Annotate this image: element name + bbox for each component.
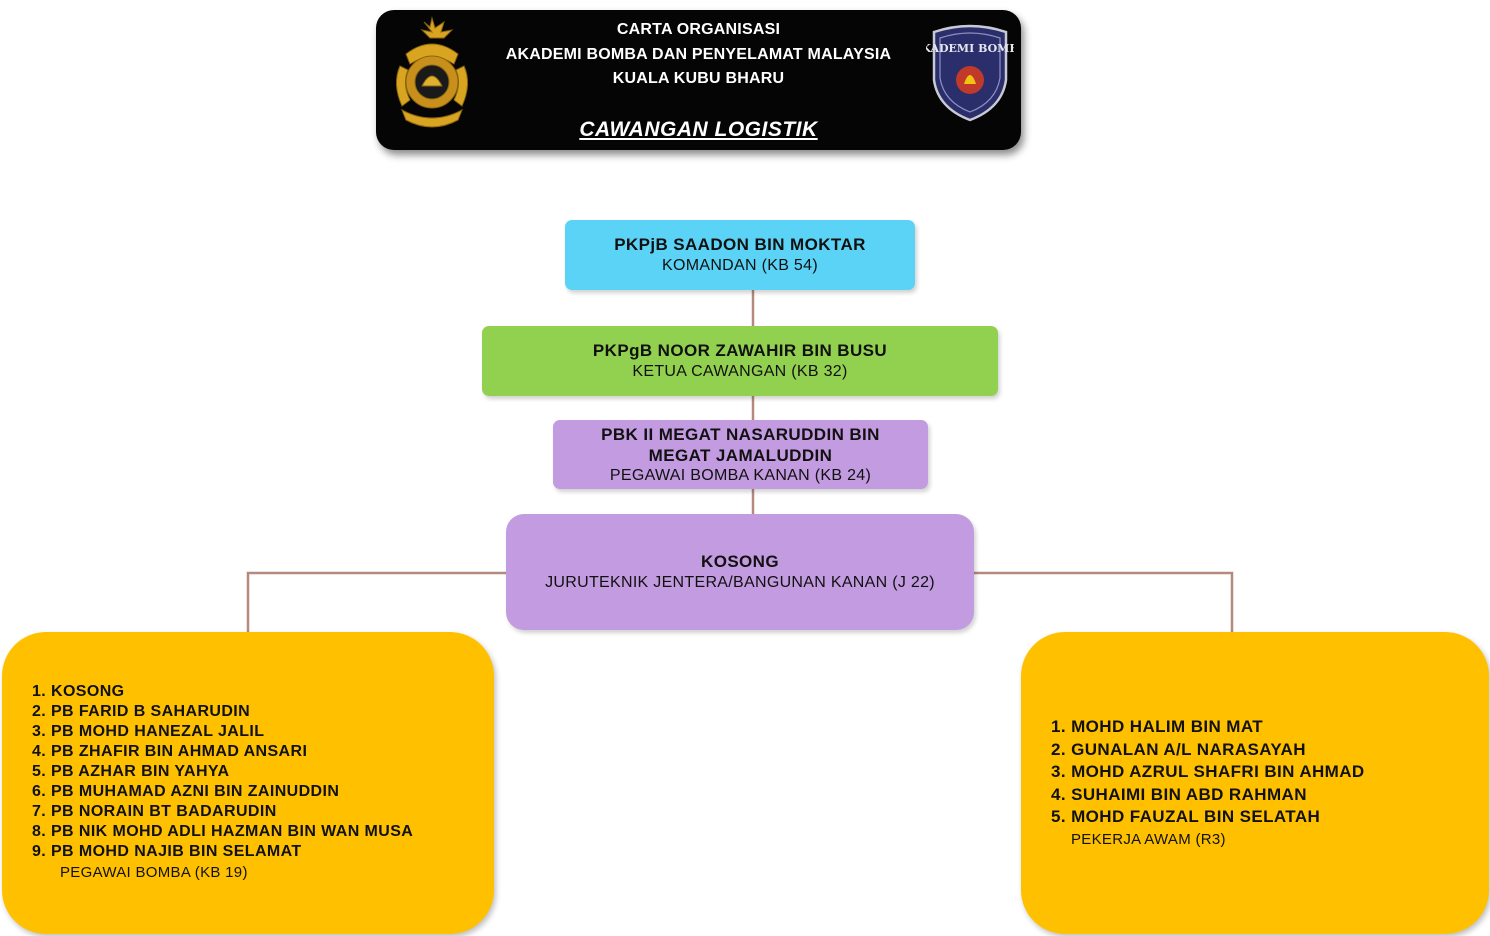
- pegawai-kanan-name-1: PBK II MEGAT NASARUDDIN BIN: [601, 424, 880, 444]
- pegawai-bomba-footer: PEGAWAI BOMBA (KB 19): [60, 864, 248, 881]
- ketua-name: PKPgB NOOR ZAWAHIR BIN BUSU: [592, 341, 888, 360]
- list-item: 3. PB MOHD HANEZAL JALIL: [32, 723, 265, 740]
- bomba-crest-icon: [396, 16, 468, 128]
- pekerja-awam-list: 1. MOHD HALIM BIN MAT 2. GUNALAN A/L NARA…: [1051, 716, 1489, 829]
- badge-text-akademi: AKADEMI BOMBA: [926, 42, 1014, 55]
- ketua-title: KETUA CAWANGAN (KB 32): [632, 363, 848, 380]
- list-item: 2. GUNALAN A/L NARASAYAH: [1051, 739, 1306, 759]
- list-item: 9. PB MOHD NAJIB BIN SELAMAT: [32, 843, 302, 860]
- juruteknik-title: JURUTEKNIK JENTERA/BANGUNAN KANAN (J 22): [545, 574, 935, 591]
- box-pegawai-kanan: PBK II MEGAT NASARUDDIN BIN MEGAT JAMALU…: [553, 420, 928, 489]
- header-line-3: KUALA KUBU BHARU: [612, 70, 785, 87]
- list-item: 1. KOSONG: [32, 683, 125, 700]
- list-item: 7. PB NORAIN BT BADARUDIN: [32, 803, 277, 820]
- pegawai-kanan-title: PEGAWAI BOMBA KANAN (KB 24): [609, 466, 872, 484]
- header-line-2: AKADEMI BOMBA DAN PENYELAMAT MALAYSIA: [505, 46, 892, 63]
- box-ketua-cawangan: PKPgB NOOR ZAWAHIR BIN BUSU KETUA CAWANG…: [482, 326, 998, 396]
- box-pegawai-bomba-list: 1. KOSONG 2. PB FARID B SAHARUDIN 3. PB MO…: [2, 632, 494, 934]
- list-item: 3. MOHD AZRUL SHAFRI BIN AHMAD: [1051, 762, 1365, 781]
- header-banner: CARTA ORGANISASI AKADEMI BOMBA DAN PENYE…: [376, 10, 1021, 150]
- akademi-bomba-badge-icon: AKADEMI BOMBA: [926, 24, 1014, 122]
- box-pekerja-awam-list: 1. MOHD HALIM BIN MAT 2. GUNALAN A/L NARA…: [1021, 632, 1489, 934]
- pegawai-bomba-list: 1. KOSONG 2. PB FARID B SAHARUDIN 3. PB MO…: [32, 682, 494, 862]
- pekerja-awam-footer: PEKERJA AWAM (R3): [1071, 830, 1226, 848]
- header-line-1: CARTA ORGANISASI: [616, 21, 781, 38]
- list-item: 2. PB FARID B SAHARUDIN: [32, 703, 251, 720]
- connector-juruteknik-left: [246, 571, 506, 632]
- list-item: 6. PB MUHAMAD AZNI BIN ZAINUDDIN: [32, 783, 340, 800]
- juruteknik-name: KOSONG: [701, 552, 779, 571]
- list-item: 5. PB AZHAR BIN YAHYA: [32, 763, 230, 780]
- list-item: 8. PB NIK MOHD ADLI HAZMAN BIN WAN MUSA: [32, 823, 414, 840]
- list-item: 4. PB ZHAFIR BIN AHMAD ANSARI: [32, 743, 308, 760]
- komandan-name: PKPjB SAADON BIN MOKTAR: [614, 235, 866, 254]
- list-item: 4. SUHAIMI BIN ABD RAHMAN: [1051, 784, 1307, 804]
- list-item: 1. MOHD HALIM BIN MAT: [1051, 717, 1264, 736]
- pegawai-kanan-name-2: MEGAT JAMALUDDIN: [648, 445, 833, 465]
- komandan-title: KOMANDAN (KB 54): [662, 257, 818, 274]
- connector-juruteknik-right: [974, 571, 1234, 632]
- header-subtitle: CAWANGAN LOGISTIK: [579, 118, 818, 141]
- box-juruteknik: KOSONG JURUTEKNIK JENTERA/BANGUNAN KANAN…: [506, 514, 974, 630]
- box-komandan: PKPjB SAADON BIN MOKTAR KOMANDAN (KB 54): [565, 220, 915, 290]
- list-item: 5. MOHD FAUZAL BIN SELATAH: [1051, 807, 1321, 826]
